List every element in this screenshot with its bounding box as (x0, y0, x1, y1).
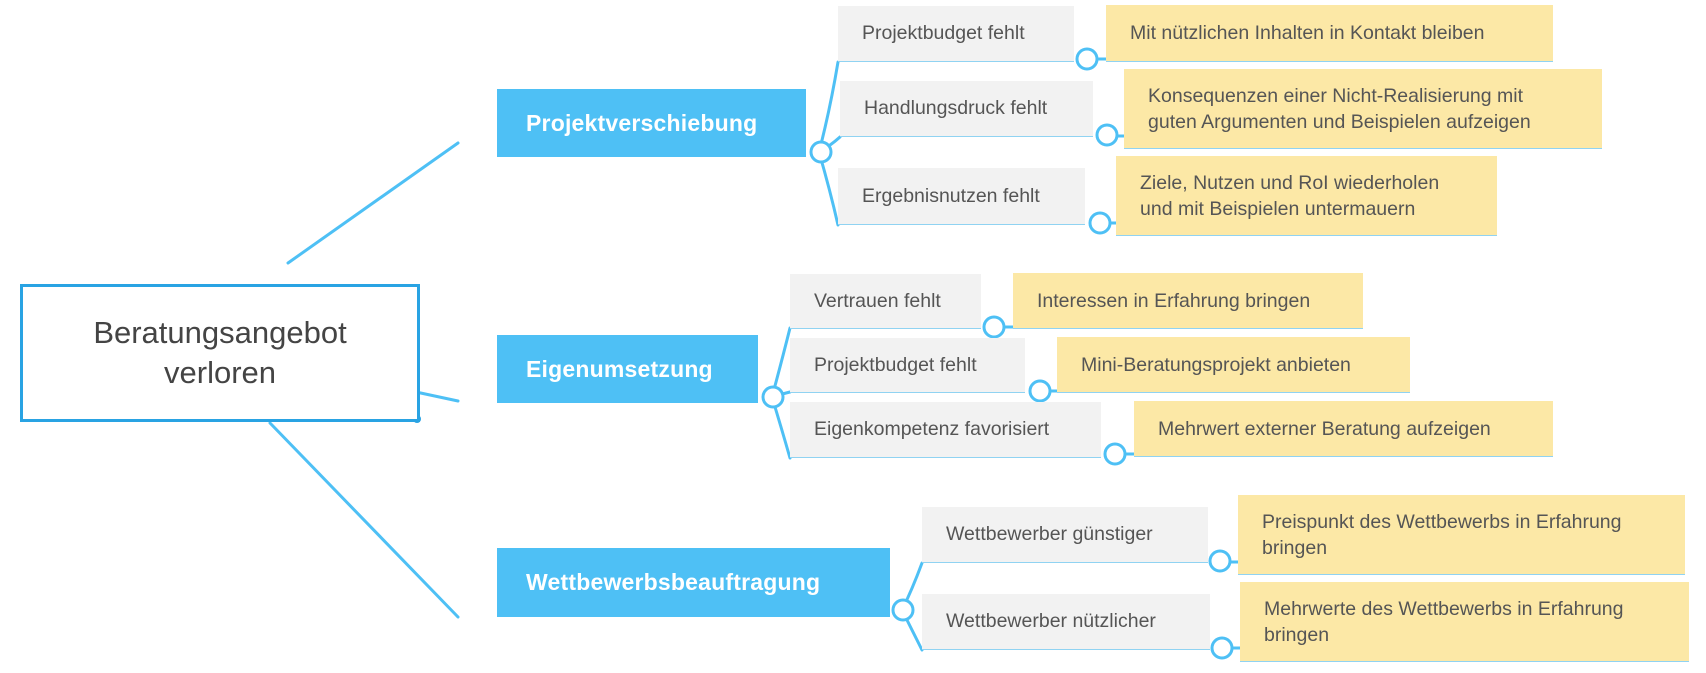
action-interessen-erfahren[interactable]: Interessen in Erfahrung bringen (1013, 273, 1363, 329)
root-label-line2: verloren (164, 355, 276, 390)
collapse-circle-r5 (1028, 379, 1052, 403)
collapse-circle-wettbewerbsbeauftragung (891, 598, 915, 622)
connector-root-wettbewerbsbeauftragung (268, 421, 460, 619)
reason-ergebnisnutzen-fehlt[interactable]: Ergebnisnutzen fehlt (838, 168, 1085, 225)
collapse-circle-r8 (1210, 636, 1234, 660)
reason-projektbudget-fehlt-1[interactable]: Projektbudget fehlt (838, 6, 1074, 62)
action-line1: Mehrwert externer Beratung aufzeigen (1158, 417, 1491, 440)
action-line2: guten Argumenten und Beispielen aufzeige… (1148, 110, 1531, 133)
collapse-circle-projektverschiebung (809, 140, 833, 164)
action-preispunkt-erfahren[interactable]: Preispunkt des Wettbewerbs in Erfahrung … (1238, 495, 1685, 575)
root-label: Beratungsangebot verloren (93, 313, 346, 393)
branch-projektverschiebung[interactable]: Projektverschiebung (497, 89, 806, 157)
connector-root-projektverschiebung (286, 141, 460, 265)
reason-vertrauen-fehlt[interactable]: Vertrauen fehlt (790, 274, 981, 329)
collapse-circle-r6 (1103, 442, 1127, 466)
connector-b1-r1 (817, 60, 840, 154)
action-line2: bringen (1262, 536, 1328, 559)
action-line2: bringen (1264, 623, 1330, 646)
action-ziele-wiederholen[interactable]: Ziele, Nutzen und RoI wiederholen und mi… (1116, 156, 1497, 236)
action-line1: Ziele, Nutzen und RoI wiederholen (1140, 171, 1440, 194)
reason-wettbewerber-guenstiger[interactable]: Wettbewerber günstiger (922, 507, 1208, 563)
reason-projektbudget-fehlt-2[interactable]: Projektbudget fehlt (790, 338, 1025, 393)
branch-wettbewerbsbeauftragung[interactable]: Wettbewerbsbeauftragung (497, 548, 890, 617)
collapse-circle-r4 (982, 315, 1006, 339)
collapse-circle-r7 (1208, 549, 1232, 573)
reason-eigenkompetenz-favorisiert[interactable]: Eigenkompetenz favorisiert (790, 402, 1101, 458)
collapse-circle-eigenumsetzung (761, 385, 785, 409)
collapse-circle-r2 (1095, 123, 1119, 147)
reason-handlungsdruck-fehlt[interactable]: Handlungsdruck fehlt (840, 81, 1093, 137)
action-in-kontakt-bleiben[interactable]: Mit nützlichen Inhalten in Kontakt bleib… (1106, 5, 1553, 62)
reason-wettbewerber-nuetzlicher[interactable]: Wettbewerber nützlicher (922, 594, 1210, 650)
action-line1: Mehrwerte des Wettbewerbs in Erfahrung (1264, 597, 1624, 620)
action-line1: Mit nützlichen Inhalten in Kontakt bleib… (1130, 22, 1485, 44)
action-konsequenzen-aufzeigen[interactable]: Konsequenzen einer Nicht-Realisierung mi… (1124, 69, 1602, 149)
action-mehrwerte-erfahren[interactable]: Mehrwerte des Wettbewerbs in Erfahrung b… (1240, 582, 1689, 662)
root-label-line1: Beratungsangebot (93, 315, 347, 350)
action-line1: Preispunkt des Wettbewerbs in Erfahrung (1262, 510, 1622, 533)
action-mini-beratungsprojekt[interactable]: Mini-Beratungsprojekt anbieten (1057, 337, 1410, 393)
collapse-circle-r1 (1075, 47, 1099, 71)
branch-eigenumsetzung[interactable]: Eigenumsetzung (497, 335, 758, 403)
collapse-circle-r3 (1088, 211, 1112, 235)
action-line1: Mini-Beratungsprojekt anbieten (1081, 353, 1351, 376)
action-line1: Konsequenzen einer Nicht-Realisierung mi… (1148, 84, 1524, 107)
action-line2: und mit Beispielen untermauern (1140, 197, 1416, 220)
root-node[interactable]: Beratungsangebot verloren (20, 284, 420, 422)
action-mehrwert-externer-beratung[interactable]: Mehrwert externer Beratung aufzeigen (1134, 401, 1553, 457)
action-line1: Interessen in Erfahrung bringen (1037, 289, 1311, 312)
